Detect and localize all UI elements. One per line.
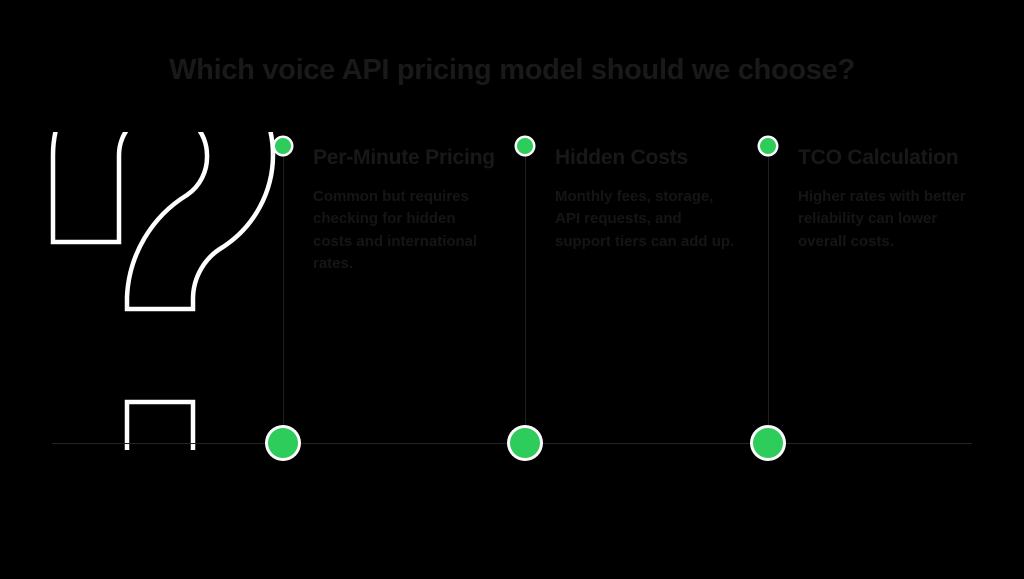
milestone-body: Monthly fees, storage, API requests, and… [555, 187, 735, 250]
milestone-top-dot-icon [517, 138, 533, 154]
milestone-heading: TCO Calculation [798, 146, 959, 169]
milestone-text-block: Hidden Costs Monthly fees, storage, API … [555, 144, 737, 253]
milestone-connector-line [768, 146, 769, 443]
milestone-bottom-dot-icon [753, 428, 783, 458]
milestone-body: Higher rates with better reliability can… [798, 187, 966, 250]
milestone-text-block: Per-Minute Pricing Common but requires c… [313, 144, 495, 276]
page-title: Which voice API pricing model should we … [169, 54, 855, 86]
milestone-connector-line [525, 146, 526, 443]
milestone-heading: Per-Minute Pricing [313, 146, 495, 169]
milestone-body: Common but requires checking for hidden … [313, 187, 478, 273]
milestone-bottom-dot-icon [268, 428, 298, 458]
question-mark-icon [45, 132, 280, 450]
milestone-connector-line [283, 146, 284, 443]
milestone-text-block: TCO Calculation Higher rates with better… [798, 144, 980, 253]
milestone-bottom-dot-icon [510, 428, 540, 458]
milestone-top-dot-icon [275, 138, 291, 154]
milestone-heading: Hidden Costs [555, 146, 688, 169]
milestone-top-dot-icon [760, 138, 776, 154]
